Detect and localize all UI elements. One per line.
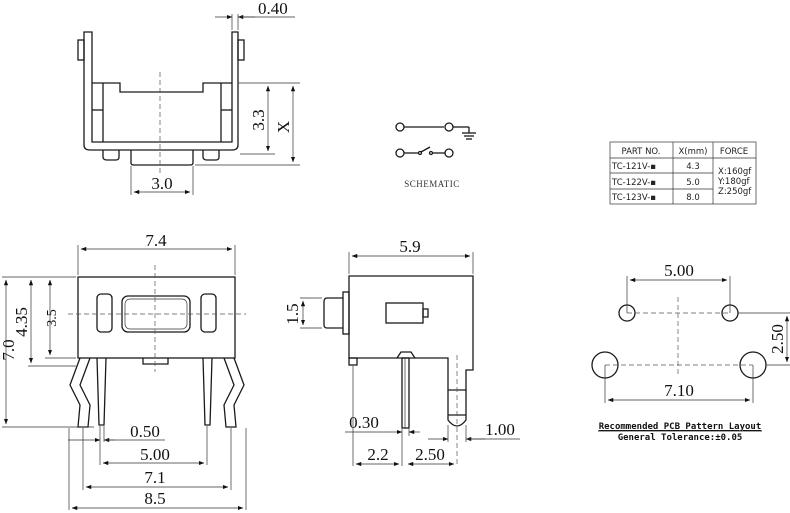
dim-actuator-width: 3.0 — [151, 174, 172, 193]
dim-front-inner-height: 3.5 — [45, 309, 60, 327]
part-table: PART NO. X(mm) FORCE TC-121V-▪ 4.3 TC-12… — [609, 141, 757, 205]
dim-front-pin-pitch: 5.00 — [140, 445, 170, 464]
dim-side-peg: 1.00 — [485, 420, 515, 439]
pcb-tolerance-note: General Tolerance:±0.05 — [618, 433, 743, 443]
dim-side-offset: 2.2 — [367, 445, 388, 464]
dim-pcb-large-pitch: 7.10 — [664, 381, 694, 400]
dim-front-overall-width: 8.5 — [144, 489, 165, 508]
table-force-x: X:160gf — [718, 167, 752, 177]
dim-pcb-small-pitch: 5.00 — [664, 261, 694, 280]
dim-front-pin-width: 0.50 — [130, 422, 160, 441]
dim-front-total-height: 7.0 — [0, 339, 18, 360]
table-part-2: TC-122V-▪ — [611, 178, 656, 188]
dim-pcb-row-spacing: 2.50 — [768, 324, 787, 354]
side-view: 5.9 1.5 0.30 1.00 2.2 2.50 — [283, 237, 520, 467]
schematic: SCHEMATIC — [395, 122, 476, 189]
table-x-3: 8.0 — [686, 193, 700, 203]
dim-height-x: X — [274, 121, 293, 133]
table-x-2: 5.0 — [686, 178, 700, 188]
dim-front-body-height: 4.35 — [12, 307, 31, 337]
front-view: 7.4 7.0 4.35 3.5 0.50 5.00 7.1 8.5 — [0, 231, 247, 511]
dim-side-pin-width: 0.30 — [349, 413, 379, 432]
dim-side-pitch: 2.50 — [415, 445, 445, 464]
dim-lead-thickness: 0.40 — [258, 0, 288, 18]
table-x-1: 4.3 — [686, 162, 700, 172]
dim-side-width: 5.9 — [399, 237, 420, 256]
table-force-y: Y:180gf — [717, 177, 751, 187]
schematic-label: SCHEMATIC — [404, 179, 460, 189]
table-header-part: PART NO. — [622, 147, 661, 157]
dim-side-actuator: 1.5 — [283, 303, 302, 324]
pcb-layout-title: Recommended PCB Pattern Layout — [599, 422, 762, 432]
pcb-layout: 5.00 2.50 7.10 Recommended PCB Pattern L… — [591, 261, 790, 443]
top-view: 0.40 3.3 X 3.0 — [77, 0, 300, 195]
dim-height-3-3: 3.3 — [249, 109, 268, 130]
table-part-3: TC-123V-▪ — [611, 193, 656, 203]
table-header-x: X(mm) — [678, 147, 707, 157]
table-header-force: FORCE — [720, 147, 748, 157]
table-force-z: Z:250gf — [718, 187, 752, 197]
dim-front-lead-span: 7.1 — [144, 468, 165, 487]
table-part-1: TC-121V-▪ — [611, 162, 656, 172]
dim-front-width: 7.4 — [145, 231, 167, 250]
